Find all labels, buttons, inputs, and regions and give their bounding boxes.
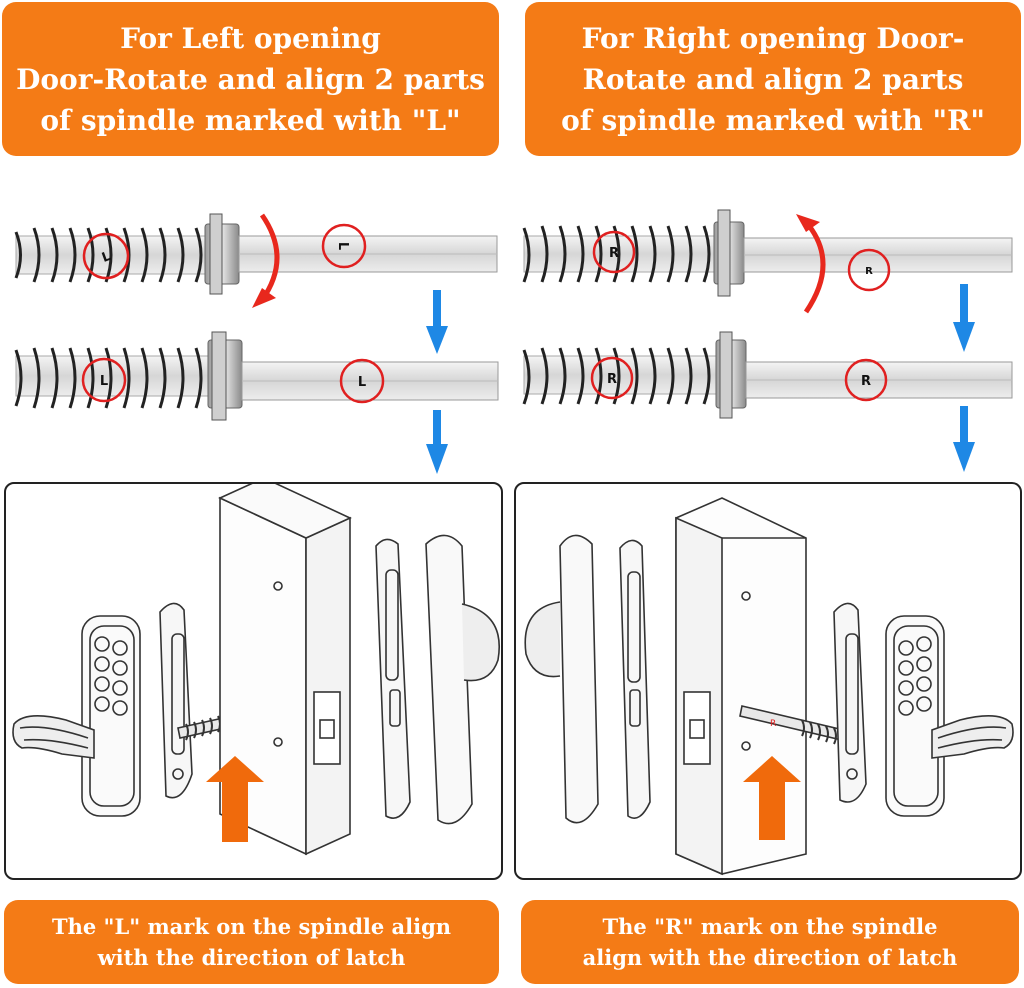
left-install-diagram: L [4,482,503,880]
banner-line: of spindle marked with "R" [561,103,985,137]
spindle-mark-label: R [609,246,619,261]
inner-lock-body [559,534,599,824]
spindle-mark-label: R [607,372,617,387]
mark-circle [847,248,891,292]
spindle-mark-label: L [100,374,108,389]
banner-line: align with the direction of latch [582,945,958,970]
keypad-buttons [94,636,128,716]
banner-line: Rotate and align 2 parts [582,62,964,96]
left-spindle-aligned: L L [14,331,499,421]
spindle-mark-label: L [335,242,350,250]
banner-line: Door-Rotate and align 2 parts [16,62,485,96]
keypad-buttons [898,636,932,716]
mark-circle [844,358,888,402]
banner-line: The "L" mark on the spindle align [51,914,452,939]
latch-bolt [319,719,335,739]
inner-mounting-plate [619,539,651,819]
down-arrow-head [953,322,975,352]
right-latch-note-banner: The "R" mark on the spindle align with t… [521,900,1019,984]
rotate-arrow [259,213,280,302]
left-install-illustration: L [12,484,500,856]
left-spindle-rotating: L L [14,213,498,308]
down-arrow-shaft [960,284,968,324]
banner-line: For Left opening [120,21,381,55]
mark-circle [592,230,636,274]
right-install-illustration: R [524,497,1014,876]
banner-line: of spindle marked with "L" [40,103,461,137]
right-install-diagram: R [514,482,1022,880]
latch-faceplate [683,691,711,765]
spring [522,347,711,405]
banner-line: The "R" mark on the spindle [602,914,938,939]
latch-faceplate [313,691,341,765]
spring [522,225,711,283]
down-arrow-head [426,326,448,354]
spring [14,347,203,409]
insert-arrow [206,756,264,842]
door-slab [675,497,807,876]
inner-lock-body [425,534,473,825]
rotate-arrowhead [796,214,820,232]
insert-arrow [743,756,801,840]
right-spindle-rotating: R R [522,209,1013,314]
outer-mounting-plate [159,602,193,799]
left-latch-note-banner: The "L" mark on the spindle align with t… [4,900,499,984]
keypad-lock [885,615,1014,817]
spindle-mark-label: R [865,266,873,277]
thumb-turn-knob [461,603,500,682]
mark-circle [339,358,385,404]
spindle-mark-label: R [770,719,776,729]
inner-mounting-plate [375,538,411,819]
banner-line: For Right opening Door- [581,21,965,55]
down-arrow-head [953,442,975,472]
mark-circle [81,357,127,403]
down-arrow-shaft [960,406,968,444]
thumb-turn-knob [524,601,561,678]
mark-circle [321,223,367,269]
left-down-arrows [426,290,448,474]
left-opening-instruction-banner: For Left opening Door-Rotate and align 2… [2,2,499,156]
banner-line: with the direction of latch [97,945,406,970]
latch-bolt [689,719,705,739]
down-arrow-head [426,444,448,474]
right-spindle-aligned: R R [522,331,1013,419]
mark-circle [82,232,130,280]
spindle-diagrams: L L L L R R [14,209,1013,474]
spindle-mark-label: L [358,375,366,390]
rotate-arrow [803,220,826,314]
spindle-mark-label: R [861,374,871,389]
right-opening-instruction-banner: For Right opening Door- Rotate and align… [525,2,1021,156]
rotate-arrowhead [252,288,276,308]
down-arrow-shaft [433,290,441,328]
outer-mounting-plate [833,602,867,803]
right-down-arrows [953,284,975,472]
down-arrow-shaft [433,410,441,446]
mark-circle [590,356,634,400]
keypad-lock [12,615,141,817]
